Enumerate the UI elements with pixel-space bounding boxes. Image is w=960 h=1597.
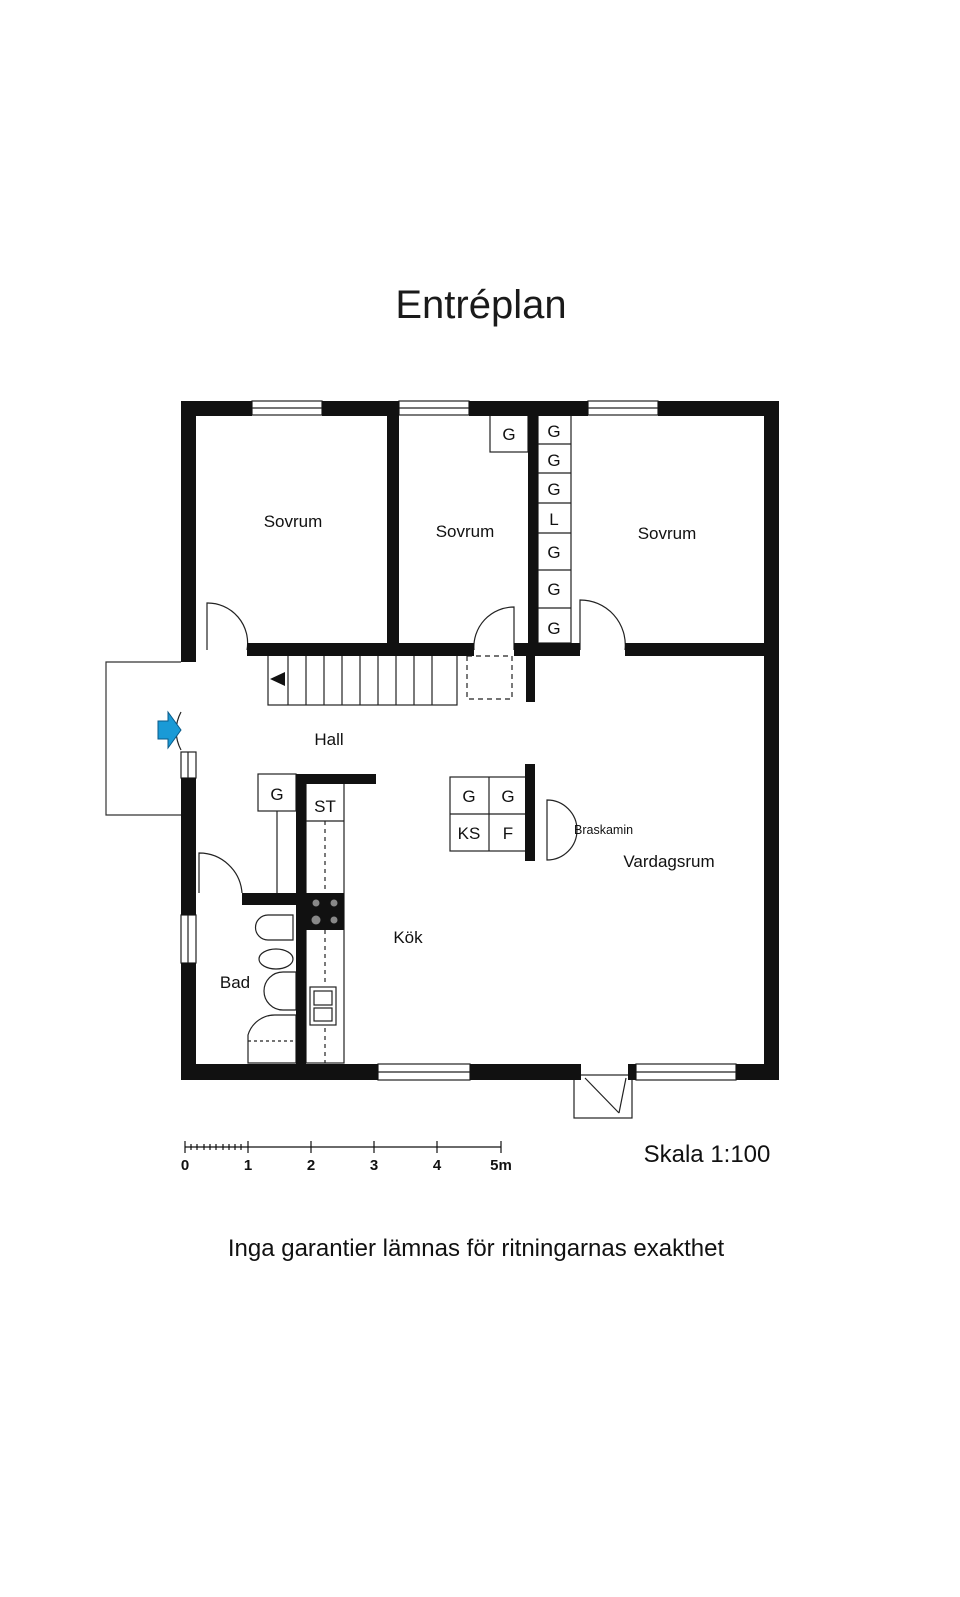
stair-arrow-icon: [270, 672, 285, 686]
door-sovrum-3: [579, 599, 626, 651]
entrance-arrow-icon: [157, 710, 182, 750]
door-bad: [198, 852, 243, 894]
fireplace-label: Braskamin: [574, 823, 633, 837]
room-vardagsrum: Vardagsrum: [623, 852, 714, 871]
scale-tick-label: 3: [370, 1157, 378, 1174]
scale-tick-label: 4: [433, 1157, 442, 1174]
back-step: [573, 1074, 633, 1119]
toilet: [254, 914, 294, 941]
entrance-porch: [105, 661, 181, 816]
unit-label-g1: G: [462, 787, 475, 806]
wardrobe-label: G: [547, 451, 560, 470]
wardrobe-label: G: [547, 422, 560, 441]
walls: [181, 401, 779, 1080]
room-sovrum-3: Sovrum: [638, 524, 697, 543]
bidet: [258, 948, 294, 970]
windows: [180, 400, 737, 1081]
door-back: [584, 1077, 627, 1114]
room-bad: Bad: [220, 973, 250, 992]
scale-tick-label: 5m: [490, 1157, 512, 1174]
shower: [247, 1014, 297, 1064]
wardrobe-label: G: [547, 543, 560, 562]
door-sovrum-1: [206, 602, 249, 651]
wardrobe-label: L: [549, 510, 558, 529]
staircase: [267, 653, 458, 706]
cooktop: [311, 899, 338, 925]
fireplace: [546, 799, 578, 861]
wardrobe-label: G: [547, 580, 560, 599]
closet-label-hall: G: [270, 785, 283, 804]
wardrobe-label: G: [547, 480, 560, 499]
scale-tick-label: 2: [307, 1157, 315, 1174]
wash-basin: [263, 971, 297, 1011]
wardrobe-label: G: [547, 619, 560, 638]
room-sovrum-2: Sovrum: [436, 522, 495, 541]
room-hall: Hall: [314, 730, 343, 749]
disclaimer: Inga garantier lämnas för ritningarnas e…: [228, 1235, 725, 1262]
unit-label-g2: G: [501, 787, 514, 806]
stair-landing: [466, 655, 513, 700]
scale-tick-label: 1: [244, 1157, 252, 1174]
room-kok: Kök: [393, 928, 423, 947]
closet-label-st: ST: [314, 797, 336, 816]
unit-label-ks: KS: [458, 824, 481, 843]
plan-title: Entréplan: [395, 283, 566, 327]
door-sovrum-2: [473, 606, 515, 651]
closet-label-sovrum-2: G: [502, 425, 515, 444]
room-sovrum-1: Sovrum: [264, 512, 323, 531]
kitchen-sink: [309, 986, 337, 1026]
scale-text: Skala 1:100: [644, 1141, 771, 1168]
unit-label-f: F: [503, 824, 513, 843]
scale-tick-label: 0: [181, 1157, 189, 1174]
scale-bar: [184, 1141, 502, 1153]
wardrobe-column: [537, 414, 572, 644]
